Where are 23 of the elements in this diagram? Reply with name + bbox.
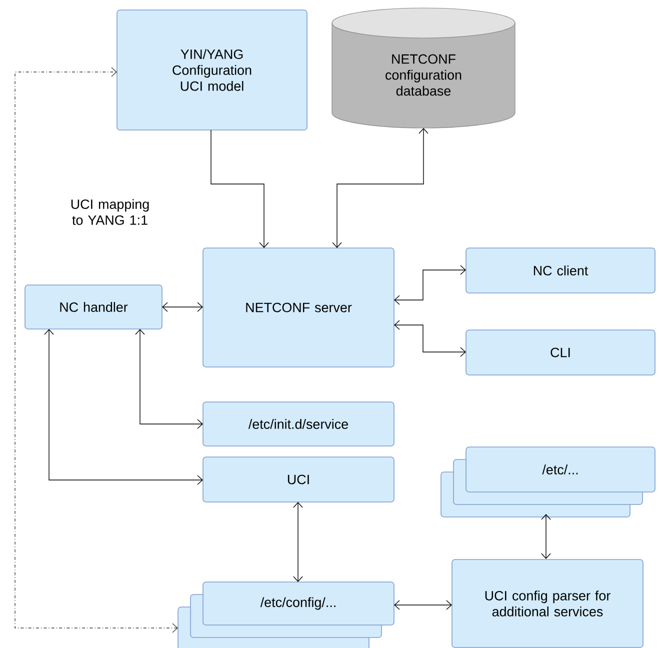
arrow — [44, 329, 203, 485]
note-text: UCI mapping to YANG 1:1 — [71, 199, 149, 225]
process-box: UCI config parser for additional services — [452, 559, 644, 648]
arrow — [210, 130, 269, 248]
stacked-boxes: /etc/config/... — [178, 582, 394, 648]
process-box: /etc/init.d/service — [202, 402, 394, 446]
arrow — [394, 600, 452, 610]
arrow — [541, 514, 551, 559]
arrow — [394, 265, 466, 305]
stacked-boxes: /etc/... — [440, 446, 656, 518]
database-cylinder: NETCONF configuration database — [332, 8, 516, 128]
arrow — [293, 502, 303, 582]
arrow — [394, 320, 466, 357]
process-box: UCI — [202, 456, 394, 502]
arrow — [332, 128, 428, 248]
arrow — [135, 329, 203, 429]
arrow — [162, 302, 203, 312]
process-box: NC client — [466, 248, 656, 294]
process-box: NC handler — [24, 284, 162, 330]
process-box: YIN/YANG Configuration UCI model — [116, 10, 308, 130]
process-box: NETCONF server — [202, 248, 394, 368]
dashed-arrow — [14, 67, 178, 633]
process-box: CLI — [466, 330, 656, 376]
